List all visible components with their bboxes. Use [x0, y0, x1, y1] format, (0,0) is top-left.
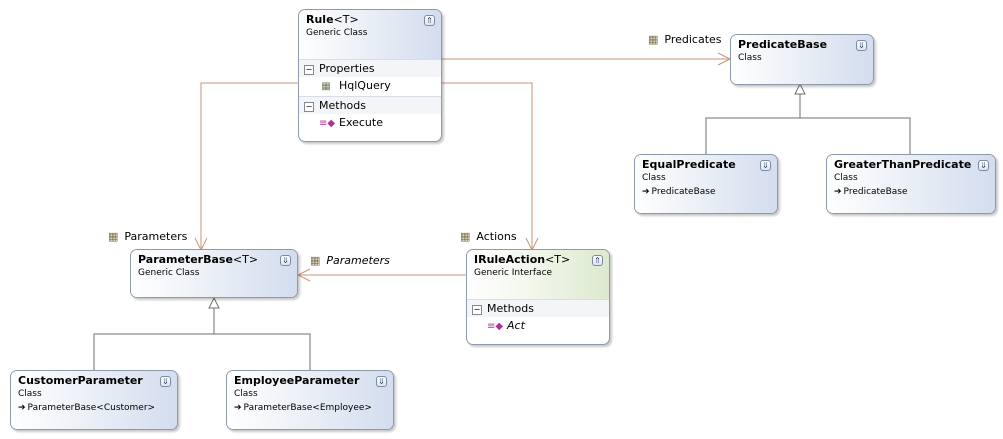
- assoc-iruleaction-parameterbase[interactable]: [296, 268, 466, 282]
- inherits-arrow-icon: ➔: [834, 187, 842, 197]
- property-icon: ▦: [460, 230, 471, 243]
- assoc-label-text: Parameters: [124, 230, 188, 243]
- class-stereotype: Generic Class: [306, 28, 368, 38]
- inherit-predicates[interactable]: [705, 82, 911, 154]
- interface-iruleaction[interactable]: IRuleAction<T> Generic Interface ⇑ −Meth…: [466, 249, 610, 345]
- class-name: ParameterBase<T>: [138, 253, 259, 266]
- property-icon: ▦: [310, 254, 321, 267]
- assoc-rule-predicatebase[interactable]: [442, 52, 732, 66]
- class-name: IRuleAction<T>: [474, 253, 571, 266]
- assoc-label-action-parameters: ▦ Parameters: [310, 254, 390, 268]
- member-act[interactable]: ≡◆Act: [467, 317, 609, 336]
- class-predicatebase[interactable]: PredicateBase Class ⇓: [730, 34, 874, 85]
- assoc-label-predicates: ▦ Predicates: [648, 33, 722, 47]
- class-stereotype: Class: [642, 173, 666, 183]
- class-rule[interactable]: Rule<T> Generic Class ⇑ −Properties ▦Hql…: [298, 9, 442, 142]
- compartment-methods[interactable]: −Methods: [299, 96, 441, 114]
- class-stereotype: Class: [234, 389, 258, 399]
- inherits-arrow-icon: ➔: [642, 187, 650, 197]
- inherits-label: ➔ParameterBase<Employee>: [234, 403, 372, 413]
- method-icon: ≡◆: [319, 118, 336, 129]
- collapse-minus-icon[interactable]: −: [304, 65, 314, 75]
- collapse-minus-icon[interactable]: −: [304, 102, 314, 112]
- compartment-methods[interactable]: −Methods: [467, 299, 609, 317]
- assoc-label-parameters: ▦ Parameters: [108, 230, 187, 244]
- class-employeeparameter[interactable]: EmployeeParameter Class ➔ParameterBase<E…: [226, 370, 394, 430]
- class-name: GreaterThanPredicate: [834, 158, 972, 171]
- expand-toggle-icon[interactable]: ⇓: [760, 160, 771, 171]
- inherits-label: ➔PredicateBase: [834, 187, 908, 197]
- class-stereotype: Class: [18, 389, 42, 399]
- property-icon: ▦: [321, 81, 331, 92]
- class-name: PredicateBase: [738, 38, 828, 51]
- class-equalpredicate[interactable]: EqualPredicate Class ➔PredicateBase ⇓: [634, 154, 778, 214]
- class-stereotype: Class: [738, 53, 762, 63]
- class-name: EmployeeParameter: [234, 374, 360, 387]
- inherits-label: ➔PredicateBase: [642, 187, 716, 197]
- assoc-label-text: Parameters: [326, 254, 390, 267]
- class-name: CustomerParameter: [18, 374, 143, 387]
- expand-toggle-icon[interactable]: ⇓: [160, 376, 171, 387]
- collapse-minus-icon[interactable]: −: [472, 305, 482, 315]
- class-stereotype: Class: [834, 173, 858, 183]
- collapse-toggle-icon[interactable]: ⇑: [424, 15, 435, 26]
- compartment-properties[interactable]: −Properties: [299, 59, 441, 77]
- collapse-toggle-icon[interactable]: ⇑: [592, 255, 603, 266]
- inherits-label: ➔ParameterBase<Customer>: [18, 403, 156, 413]
- method-icon: ≡◆: [487, 321, 504, 332]
- expand-toggle-icon[interactable]: ⇓: [376, 376, 387, 387]
- class-name: EqualPredicate: [642, 158, 736, 171]
- class-greaterthanpredicate[interactable]: GreaterThanPredicate Class ➔PredicateBas…: [826, 154, 996, 214]
- class-name: Rule<T>: [306, 13, 359, 26]
- assoc-rule-parameterbase[interactable]: [194, 82, 298, 252]
- expand-toggle-icon[interactable]: ⇓: [280, 255, 291, 266]
- assoc-label-text: Actions: [476, 230, 517, 243]
- assoc-rule-iruleaction[interactable]: [442, 82, 539, 252]
- inherit-parameters[interactable]: [93, 296, 311, 370]
- class-stereotype: Generic Class: [138, 268, 200, 278]
- class-stereotype: Generic Interface: [474, 268, 553, 278]
- class-customerparameter[interactable]: CustomerParameter Class ➔ParameterBase<C…: [10, 370, 178, 430]
- member-execute[interactable]: ≡◆Execute: [299, 114, 441, 133]
- assoc-label-text: Predicates: [664, 33, 722, 46]
- assoc-label-actions: ▦ Actions: [460, 230, 517, 244]
- property-icon: ▦: [648, 33, 659, 46]
- member-hqlquery[interactable]: ▦HqlQuery: [299, 77, 441, 96]
- class-parameterbase[interactable]: ParameterBase<T> Generic Class ⇓: [130, 249, 298, 298]
- property-icon: ▦: [108, 230, 119, 243]
- expand-toggle-icon[interactable]: ⇓: [856, 40, 867, 51]
- inherits-arrow-icon: ➔: [18, 403, 26, 413]
- expand-toggle-icon[interactable]: ⇓: [978, 160, 989, 171]
- inherits-arrow-icon: ➔: [234, 403, 242, 413]
